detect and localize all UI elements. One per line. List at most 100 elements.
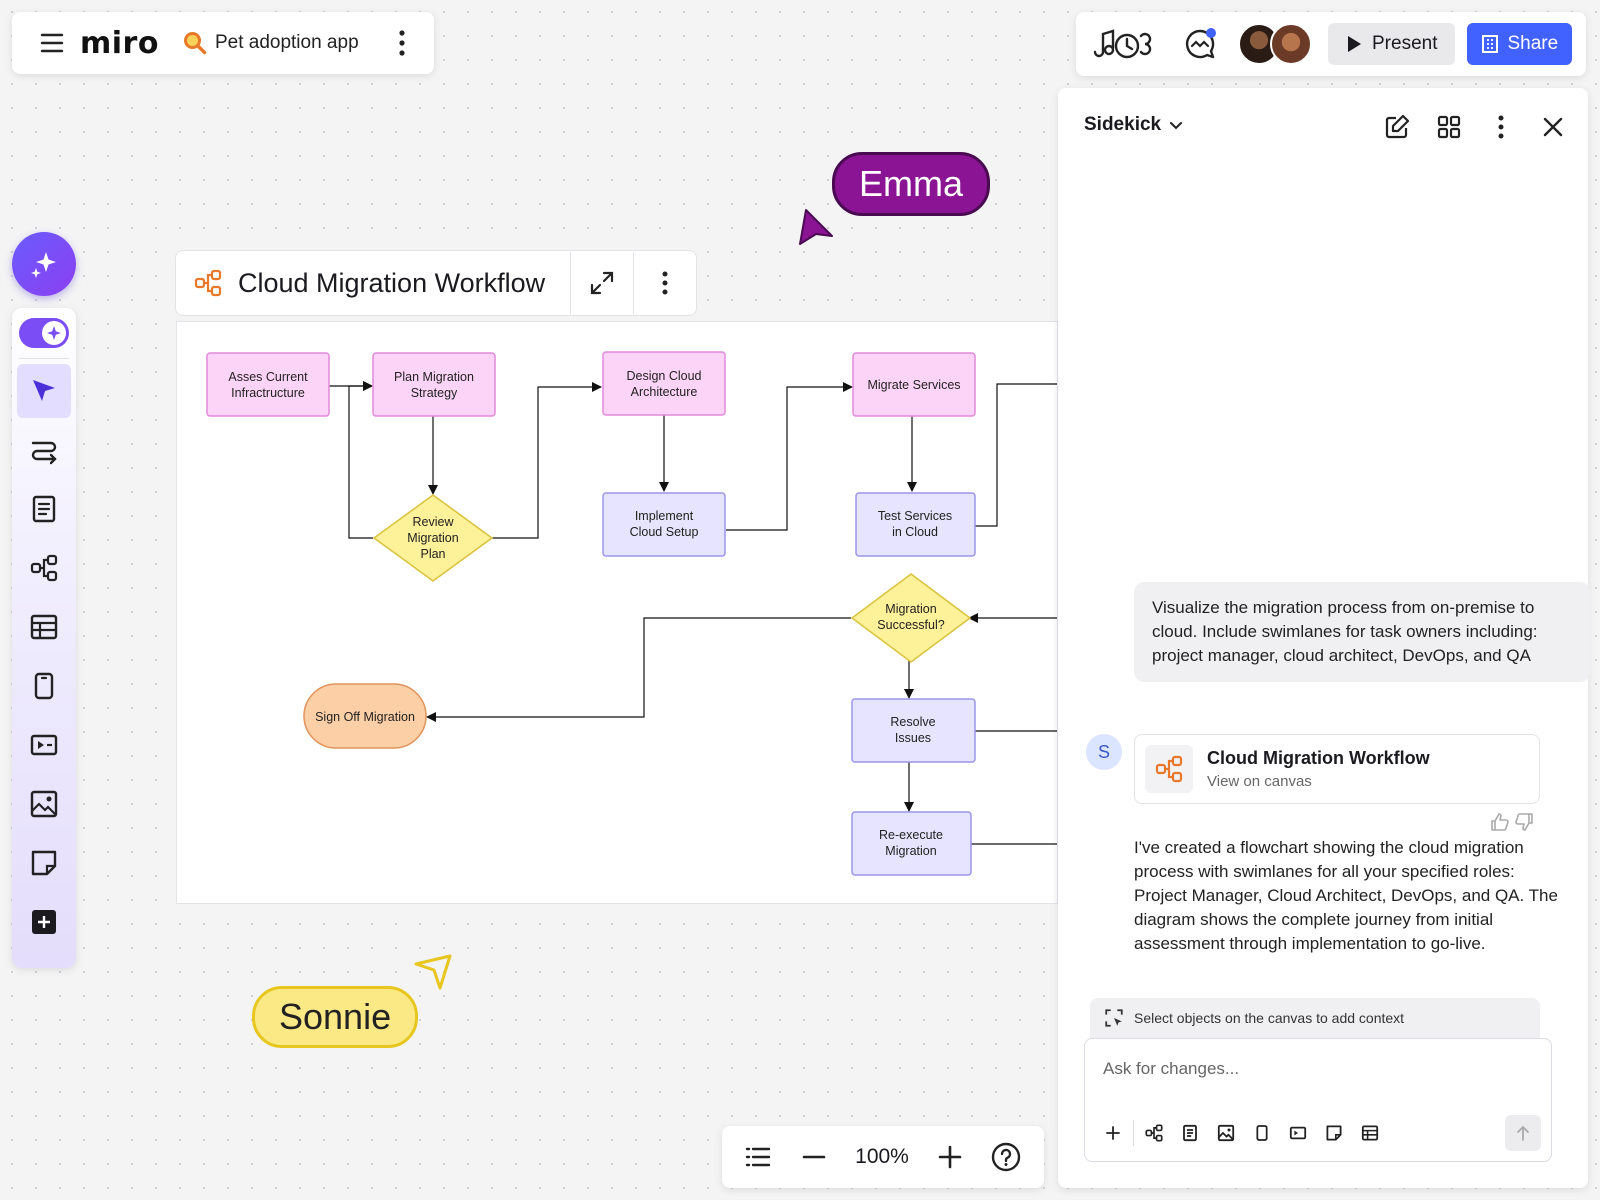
plus-square-icon (32, 910, 56, 934)
ask-for-changes-input[interactable] (1101, 1053, 1505, 1085)
connector-tool[interactable] (17, 423, 71, 477)
collaborator-avatars[interactable] (1238, 23, 1312, 65)
table-tool[interactable] (17, 600, 71, 654)
connector-line-icon (31, 441, 57, 465)
node-label: Plan Migration (394, 370, 474, 384)
table-icon (30, 614, 58, 640)
sidekick-title-dropdown[interactable]: Sidekick (1084, 114, 1183, 136)
assistant-message: I've created a flowchart showing the clo… (1134, 838, 1558, 953)
flowchart-icon (30, 554, 58, 582)
node-review-migration-plan[interactable]: Review Migration Plan (372, 494, 494, 582)
creation-toolbar (12, 308, 76, 968)
thumbs-down-icon[interactable] (1514, 812, 1534, 832)
node-label: Sign Off Migration (315, 710, 415, 724)
sidekick-more-icon[interactable] (1478, 104, 1524, 150)
image-tool[interactable] (17, 777, 71, 831)
board-header: miro Pet adoption app (12, 12, 434, 74)
node-label: Plan (420, 547, 445, 561)
node-sign-off-migration[interactable]: Sign Off Migration (303, 683, 427, 749)
prototype-tool[interactable] (17, 659, 71, 713)
node-label: Review (413, 515, 455, 529)
node-implement-cloud-setup[interactable]: Implement Cloud Setup (602, 492, 726, 557)
node-plan-migration-strategy[interactable]: Plan Migration Strategy (372, 352, 496, 417)
send-button[interactable] (1505, 1115, 1541, 1151)
emma-cursor-icon (799, 209, 833, 245)
connectors (329, 381, 1057, 845)
node-label: Migrate Services (867, 378, 960, 392)
avatar[interactable] (1270, 23, 1312, 65)
search-icon[interactable] (181, 29, 209, 57)
composer-tools (1095, 1115, 1388, 1151)
node-assess-infrastructure[interactable]: Asses Current Infractructure (206, 352, 330, 417)
sticky-note-icon[interactable] (1316, 1115, 1352, 1151)
context-hint-bar[interactable]: Select objects on the canvas to add cont… (1090, 998, 1540, 1038)
zoom-out-icon[interactable] (786, 1129, 842, 1185)
node-label: Implement (635, 509, 694, 523)
node-label: Migration (885, 602, 936, 616)
play-icon (1348, 36, 1361, 52)
zoom-in-icon[interactable] (922, 1129, 978, 1185)
frame-header-divider (633, 252, 634, 314)
workflow-result-card[interactable]: Cloud Migration Workflow View on canvas (1134, 734, 1540, 804)
sonnie-cursor-icon (414, 954, 452, 990)
presentation-icon (30, 734, 58, 756)
new-chat-icon[interactable] (1374, 104, 1420, 150)
miro-logo[interactable]: miro (80, 25, 159, 61)
ai-sparkle-button[interactable] (12, 232, 76, 296)
ai-toggle[interactable] (19, 318, 69, 348)
building-icon (1482, 35, 1499, 53)
phone-frame-icon[interactable] (1244, 1115, 1280, 1151)
hamburger-menu-icon[interactable] (32, 23, 72, 63)
present-label: Present (1372, 33, 1438, 54)
image-icon[interactable] (1208, 1115, 1244, 1151)
thumbs-up-icon[interactable] (1490, 812, 1510, 832)
board-name[interactable]: Pet adoption app (214, 32, 359, 53)
expand-icon[interactable] (571, 252, 633, 314)
node-re-execute-migration[interactable]: Re-execute Migration (851, 811, 972, 876)
help-icon[interactable] (978, 1129, 1034, 1185)
share-label: Share (1507, 33, 1559, 54)
zoom-bar: 100% (722, 1126, 1044, 1188)
frame-title[interactable]: Cloud Migration Workflow (238, 267, 546, 298)
view-on-canvas-link[interactable]: View on canvas (1207, 773, 1312, 790)
sidekick-avatar: S (1086, 734, 1122, 770)
node-label: Migration (407, 531, 458, 545)
frame-more-icon[interactable] (634, 252, 696, 314)
table-icon[interactable] (1352, 1115, 1388, 1151)
present-button[interactable]: Present (1328, 23, 1456, 65)
node-design-cloud-architecture[interactable]: Design Cloud Architecture (602, 351, 726, 416)
feedback-buttons (1490, 812, 1534, 832)
timer-music-icon[interactable] (1090, 20, 1154, 68)
zoom-level[interactable]: 100% (855, 1145, 909, 1168)
node-resolve-issues[interactable]: Resolve Issues (851, 698, 976, 763)
node-label: Re-execute (879, 828, 943, 842)
close-icon[interactable] (1530, 104, 1576, 150)
cursor-label-emma: Emma (832, 152, 991, 216)
add-icon[interactable] (1095, 1115, 1131, 1151)
node-migrate-services[interactable]: Migrate Services (852, 352, 976, 417)
document-icon (32, 495, 56, 523)
reactions-chat-icon[interactable] (1176, 20, 1224, 68)
node-migration-successful[interactable]: Migration Successful? (850, 573, 972, 663)
document-tool[interactable] (17, 482, 71, 536)
diagram-tool[interactable] (17, 541, 71, 595)
slides-tool[interactable] (17, 718, 71, 772)
sidekick-actions (1374, 104, 1576, 150)
board-more-icon[interactable] (386, 23, 418, 63)
share-button[interactable]: Share (1467, 23, 1573, 65)
sticky-note-tool[interactable] (17, 836, 71, 890)
node-test-services-in-cloud[interactable]: Test Services in Cloud (855, 492, 976, 557)
sparkle-icon (31, 252, 56, 278)
list-icon[interactable] (730, 1129, 786, 1185)
grid-view-icon[interactable] (1426, 104, 1472, 150)
document-icon[interactable] (1172, 1115, 1208, 1151)
diagram-icon[interactable] (1136, 1115, 1172, 1151)
toolbar-divider (19, 358, 69, 359)
presentation-icon[interactable] (1280, 1115, 1316, 1151)
select-tool[interactable] (17, 364, 71, 418)
more-tools-button[interactable] (17, 895, 71, 949)
sidekick-panel: Sidekick Visualize the migration process… (1058, 88, 1590, 1188)
result-card-title: Cloud Migration Workflow (1207, 748, 1430, 768)
select-objects-icon (1105, 1009, 1123, 1027)
flowchart-frame[interactable]: Asses Current Infractructure Plan Migrat… (176, 321, 1058, 904)
